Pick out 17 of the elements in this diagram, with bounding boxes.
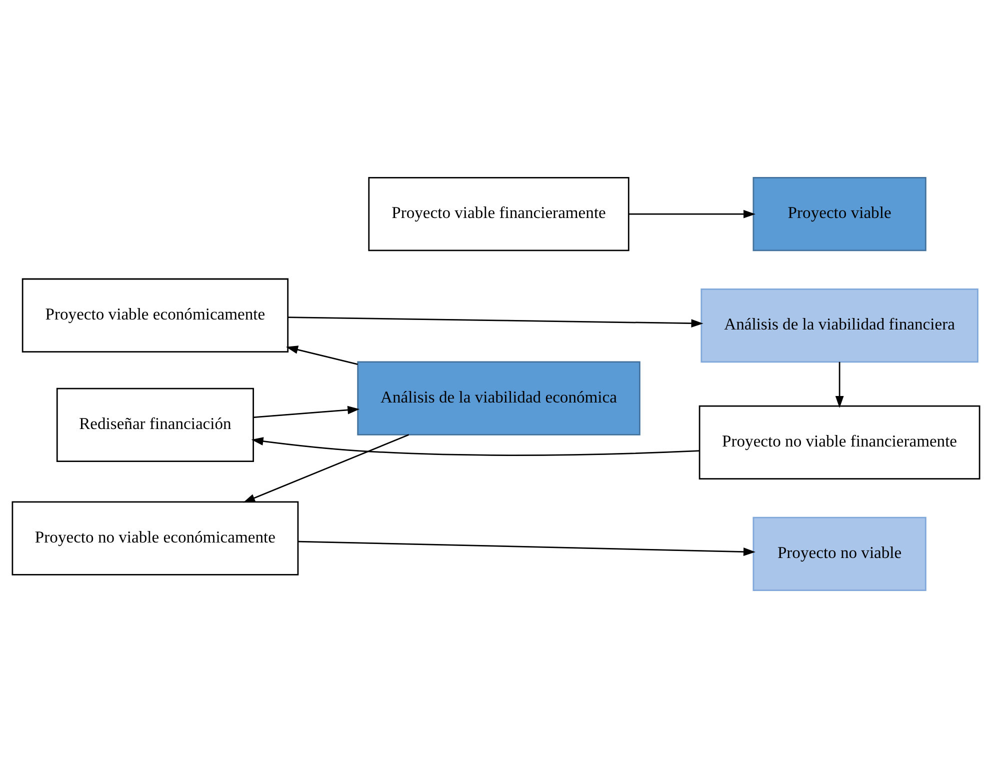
node-box: Análisis de la viabilidad económica [357,360,640,435]
node-box: Proyecto no viable económicamente [12,500,299,575]
node-box: Proyecto viable económicamente [22,278,289,352]
node-box: Análisis de la viabilidad financiera [700,288,978,362]
node-box: Rediseñar financiación [56,387,254,462]
arrow [628,209,756,218]
arrow [251,436,700,456]
node-box: Proyecto no viable financieramente [698,404,980,480]
arrow [835,361,844,408]
arrow [288,316,704,328]
arrow [286,345,358,364]
node-box: Proyecto viable [752,176,926,251]
node-box: Proyecto no viable [752,516,926,590]
node-box: Proyecto viable financieramente [368,176,630,251]
arrow [243,434,410,502]
arrow [298,540,756,556]
arrow [254,405,360,418]
